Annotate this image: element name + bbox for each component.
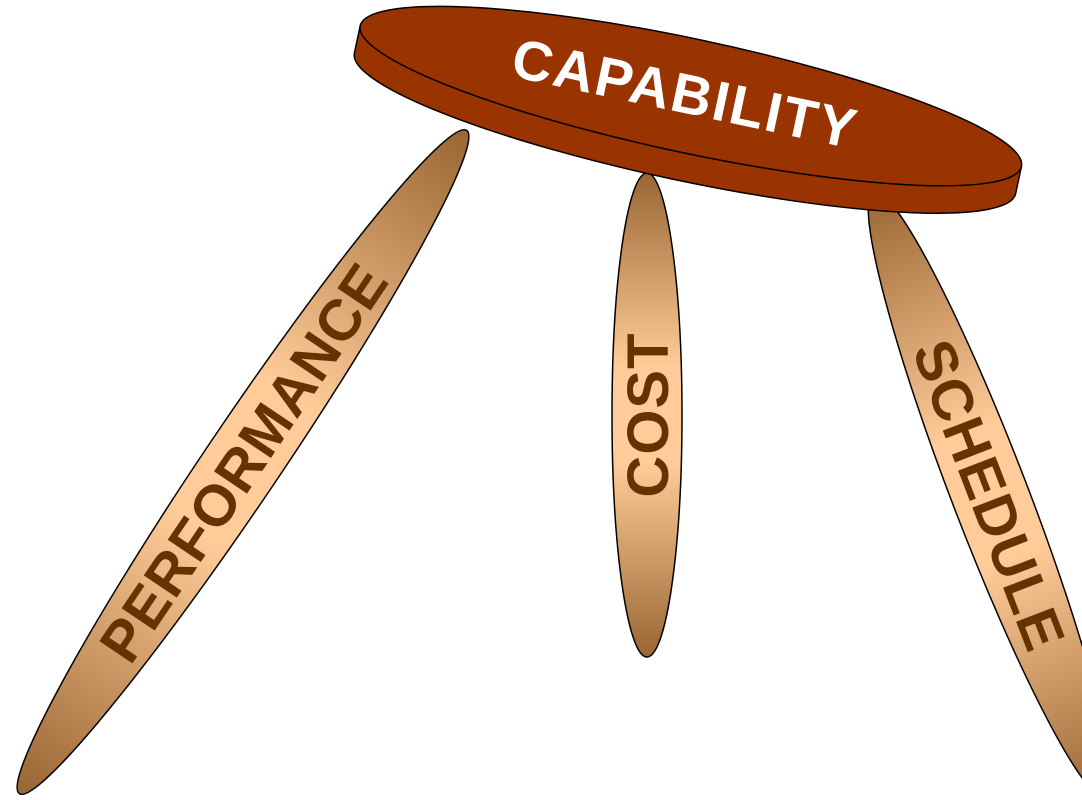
leg-schedule-label: SCHEDULE [900,331,1078,660]
leg-cost: COST [611,172,683,658]
leg-performance-label: PERFORMANCE [87,252,401,674]
leg-performance: PERFORMANCE [16,128,470,796]
leg-schedule: SCHEDULE [867,190,1082,800]
seat: CAPABILITY [353,5,1023,214]
leg-performance-shape [16,128,470,796]
leg-cost-label: COST [616,332,681,497]
seat-top [359,5,1023,187]
